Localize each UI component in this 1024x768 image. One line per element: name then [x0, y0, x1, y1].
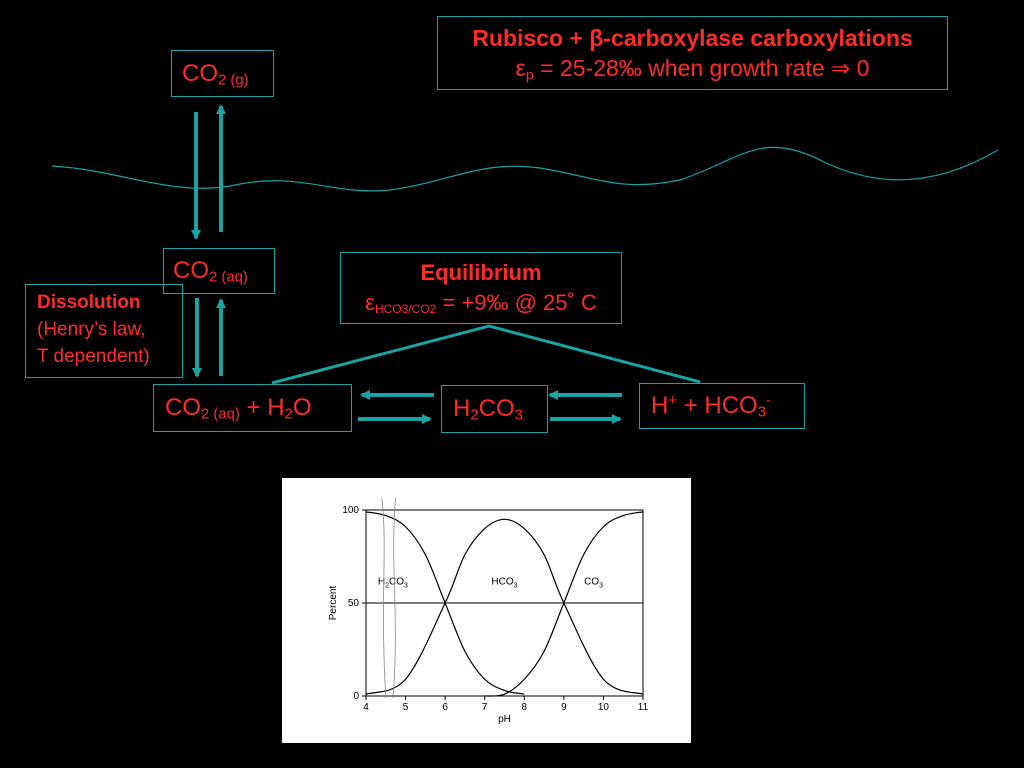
products-hco: + HCO	[677, 392, 758, 419]
products-hco-sub: 3	[757, 404, 766, 421]
x-tick-label: 8	[522, 702, 528, 713]
hand-drawn-band	[381, 497, 397, 699]
eq-epsilon-subscript: HCO3/CO2	[374, 302, 437, 316]
x-tick-label: 6	[442, 702, 448, 713]
h2co3-co-sub: 3	[514, 407, 523, 424]
dissolution-box: Dissolution (Henry’s law, T dependent)	[25, 284, 183, 378]
equilibrium-box: Equilibrium εHCO3/CO2 = +9‰ @ 25˚ C	[340, 252, 622, 324]
h2co3-h-sub: 2	[470, 407, 479, 424]
h2co3-box: H2CO3	[441, 385, 548, 433]
x-tick-label: 7	[482, 702, 488, 713]
co2g-sub: 2 (g)	[218, 72, 249, 89]
reactant-h: + H	[239, 394, 285, 421]
x-tick-label: 9	[561, 702, 567, 713]
y-tick-label: 50	[348, 598, 360, 609]
series-annotation: CO3	[584, 576, 603, 589]
y-tick-label: 100	[342, 505, 359, 516]
chart-svg: 4 5 6 7 8 9 10 11 0 50 100 pH Percent H2CO3 HCO3 CO3	[328, 497, 649, 725]
y-tick-label: 0	[353, 691, 359, 702]
x-tick-label: 11	[638, 702, 649, 713]
water-surface-wave	[51, 146, 999, 192]
x-tick-label: 4	[363, 702, 369, 713]
epsilon-symbol: ε	[515, 55, 526, 81]
co2aq-sub: 2 (aq)	[209, 269, 248, 286]
epsilon-subscript: p	[525, 67, 534, 84]
title-box: Rubisco + β-carboxylase carboxylations ε…	[437, 16, 948, 90]
y-axis-label: Percent	[328, 586, 339, 621]
title-line2-text: = 25-28‰ when growth rate ⇒ 0	[533, 55, 870, 81]
reactant-box: CO2 (aq) + H2O	[153, 384, 352, 432]
equilibrium-bracket	[271, 324, 701, 385]
series-line-co3	[484, 511, 644, 697]
eq-epsilon-value: = +9‰ @ 25˚ C	[436, 290, 597, 315]
series-annotation: H2CO3	[378, 576, 408, 589]
x-tick-label: 5	[403, 702, 409, 713]
series-line-hco3	[365, 518, 644, 695]
products-box: H+ + HCO3-	[639, 383, 805, 429]
carbonate-speciation-chart: 4 5 6 7 8 9 10 11 0 50 100 pH Percent H2CO3 HCO3 CO3	[282, 478, 691, 743]
co2-aq-box: CO2 (aq)	[163, 248, 275, 294]
co2g-label: CO	[182, 60, 218, 87]
series-annotation: HCO3	[491, 576, 517, 589]
reactant-o: O	[292, 394, 312, 421]
reactant-co: CO	[165, 394, 201, 421]
title-line2: εp = 25-28‰ when growth rate ⇒ 0	[438, 53, 947, 91]
reactant-h-sub: 2	[284, 406, 293, 423]
h2co3-co: CO	[478, 395, 515, 422]
dissolution-line2: (Henry’s law,	[37, 319, 146, 340]
products-hco-sup: -	[766, 392, 771, 409]
title-line1: Rubisco + β-carboxylase carboxylations	[472, 25, 913, 51]
products-h: H	[651, 392, 669, 419]
products-h-sup: +	[668, 392, 678, 409]
equilibrium-epsilon: εHCO3/CO2 = +9‰ @ 25˚ C	[341, 288, 621, 324]
eq-epsilon-symbol: ε	[365, 290, 375, 315]
reactant-co-sub: 2 (aq)	[201, 406, 240, 423]
h2co3-h: H	[453, 395, 471, 422]
x-tick-label: 10	[598, 702, 610, 713]
co2-gas-box: CO2 (g)	[171, 50, 274, 97]
x-axis-label: pH	[498, 714, 511, 725]
co2aq-label: CO	[173, 257, 209, 284]
equilibrium-title: Equilibrium	[420, 260, 542, 285]
dissolution-line3: T dependent)	[37, 346, 150, 367]
dissolution-title: Dissolution	[37, 292, 141, 313]
